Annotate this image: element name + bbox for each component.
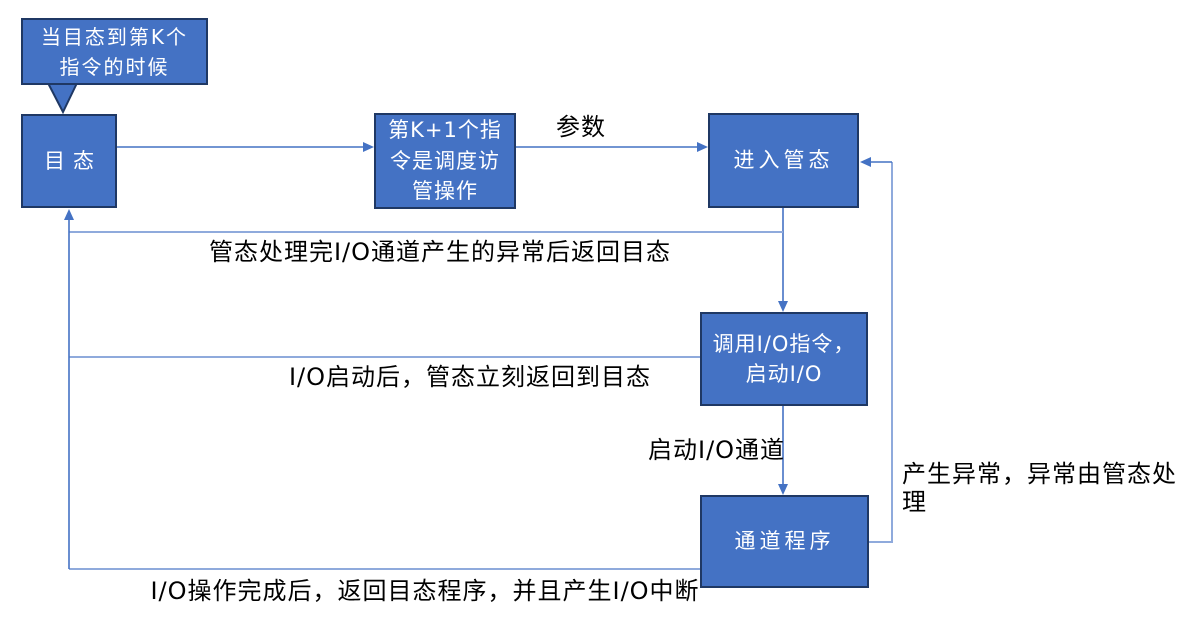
arrow-k1-to-supervisor	[516, 142, 708, 152]
label-params: 参数	[556, 113, 606, 141]
box-enter-supervisor-label: 进入管态	[733, 148, 834, 173]
arrow-supervisor-to-io	[778, 208, 788, 312]
box-enter-supervisor: 进入管态	[708, 113, 859, 208]
box-k1-instruction-label: 第K+1个指 令是调度访 管操作	[388, 118, 502, 204]
label-return-after-io-complete: I/O操作完成后，返回目态程序，并且产生I/O中断	[150, 577, 700, 605]
box-invoke-io: 调用I/O指令， 启动I/O	[700, 312, 868, 406]
label-return-after-exception: 管态处理完I/O通道产生的异常后返回目态	[208, 238, 672, 266]
arrow-user-to-k1	[117, 142, 374, 152]
box-k1-instruction: 第K+1个指 令是调度访 管操作	[374, 113, 516, 209]
box-channel-program: 通道程序	[700, 495, 869, 588]
box-channel-program-label: 通道程序	[734, 529, 835, 554]
box-user-mode: 目态	[21, 114, 117, 208]
callout-when-kth-instruction: 当目态到第K个 指令的时候	[21, 18, 208, 85]
callout-tail-icon	[47, 82, 78, 115]
label-return-after-io-start: I/O启动后，管态立刻返回到目态	[288, 363, 652, 391]
arrow-return-to-user	[64, 209, 74, 569]
box-user-mode-label: 目态	[44, 148, 102, 173]
callout-text: 当目态到第K个 指令的时候	[40, 24, 189, 79]
box-invoke-io-label: 调用I/O指令， 启动I/O	[712, 331, 856, 386]
label-exception-handled: 产生异常，异常由管态处 理	[902, 460, 1177, 516]
label-start-io-channel: 启动I/O通道	[648, 436, 786, 464]
